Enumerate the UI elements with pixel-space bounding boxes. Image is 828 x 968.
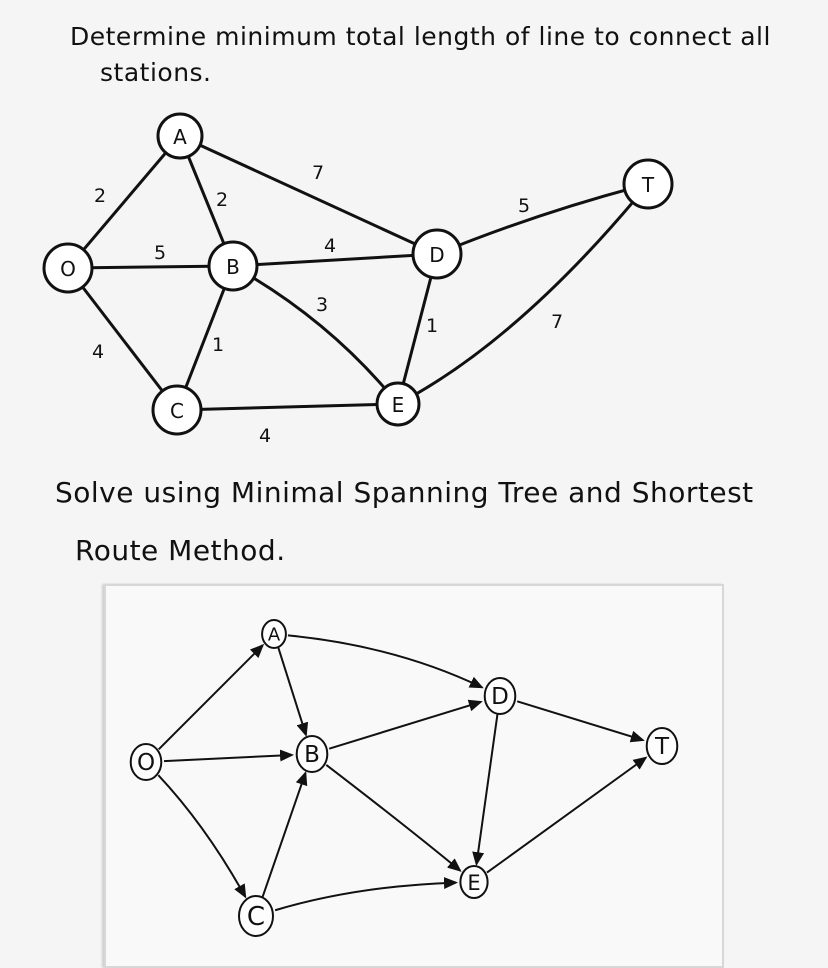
directed-node-e-label: E — [467, 871, 480, 895]
edge-weight-b-c: 1 — [212, 334, 224, 356]
node-c-label: C — [170, 399, 184, 423]
edge-weight-e-t: 7 — [551, 311, 563, 333]
arc-o-c — [157, 774, 247, 899]
edge-o-b — [67, 264, 234, 270]
edge-b-e — [232, 264, 400, 405]
directed-node-c-label: C — [247, 902, 265, 932]
arc-c-b — [261, 771, 308, 898]
weighted-network-diagram: 2 5 4 2 7 1 4 3 4 1 5 7 O A B C D E T — [42, 112, 674, 447]
arc-c-e — [274, 877, 459, 912]
edge-weight-c-e: 4 — [259, 425, 271, 447]
node-b-circle — [207, 240, 259, 292]
problem-statement-line-2: stations. — [100, 58, 212, 87]
arc-o-b — [163, 749, 295, 763]
node-b-label: B — [226, 255, 240, 279]
edge-weight-d-t: 5 — [518, 195, 530, 217]
node-a-circle — [156, 112, 204, 160]
edge-c-e — [176, 402, 399, 412]
arc-b-e — [325, 764, 462, 872]
node-t-label: T — [641, 173, 655, 197]
node-e-label: E — [392, 393, 405, 417]
edge-weight-a-b: 2 — [216, 189, 228, 211]
edge-o-c — [66, 267, 179, 411]
directed-node-o-label: O — [137, 750, 155, 776]
arc-o-a — [158, 643, 265, 750]
edge-b-c — [175, 265, 235, 411]
directed-node-c-circle — [238, 895, 274, 937]
node-c-circle — [151, 384, 203, 436]
arc-d-t — [516, 700, 645, 743]
directed-node-t-label: T — [654, 734, 670, 760]
directed-network-diagram: O A B C D E T — [129, 619, 679, 937]
edge-weight-o-c: 4 — [92, 341, 104, 363]
edge-a-d — [179, 134, 438, 256]
directed-network-photo: O A B C D E T — [104, 584, 724, 968]
directed-node-d-label: D — [491, 684, 509, 710]
edge-weight-b-e: 3 — [316, 294, 328, 316]
arc-e-t — [486, 756, 648, 874]
edge-weight-a-d: 7 — [312, 162, 324, 184]
arc-d-e — [472, 713, 499, 867]
arc-b-d — [328, 699, 483, 750]
method-instruction-line-2: Route Method. — [75, 534, 286, 567]
directed-node-a-label: A — [268, 625, 281, 646]
directed-node-b-circle — [295, 735, 329, 773]
arc-a-b — [277, 647, 309, 737]
edge-o-a — [66, 135, 182, 269]
directed-node-t-circle — [645, 727, 679, 765]
node-a-label: A — [173, 125, 187, 149]
node-o-label: O — [60, 257, 76, 281]
directed-node-o-circle — [129, 743, 163, 781]
directed-node-e-circle — [459, 865, 489, 899]
directed-node-d-circle — [483, 677, 517, 715]
problem-statement-line-1: Determine minimum total length of line t… — [70, 22, 771, 51]
arc-a-d — [287, 634, 484, 689]
directed-node-a-circle — [261, 619, 287, 649]
edge-b-d — [232, 252, 438, 268]
edge-weight-d-e: 1 — [426, 315, 438, 337]
node-d-circle — [411, 228, 463, 280]
node-t-circle — [622, 158, 674, 210]
node-o-circle — [42, 242, 94, 294]
edge-weight-b-d: 4 — [324, 235, 336, 257]
method-instruction-line-1: Solve using Minimal Spanning Tree and Sh… — [55, 476, 754, 509]
edge-d-e — [396, 253, 439, 405]
edge-weight-o-b: 5 — [154, 242, 166, 264]
directed-node-b-label: B — [304, 742, 320, 768]
node-e-circle — [375, 381, 421, 427]
edge-d-t — [436, 182, 649, 256]
edge-weight-o-a: 2 — [94, 185, 106, 207]
edge-e-t — [397, 183, 650, 406]
node-d-label: D — [429, 243, 444, 267]
